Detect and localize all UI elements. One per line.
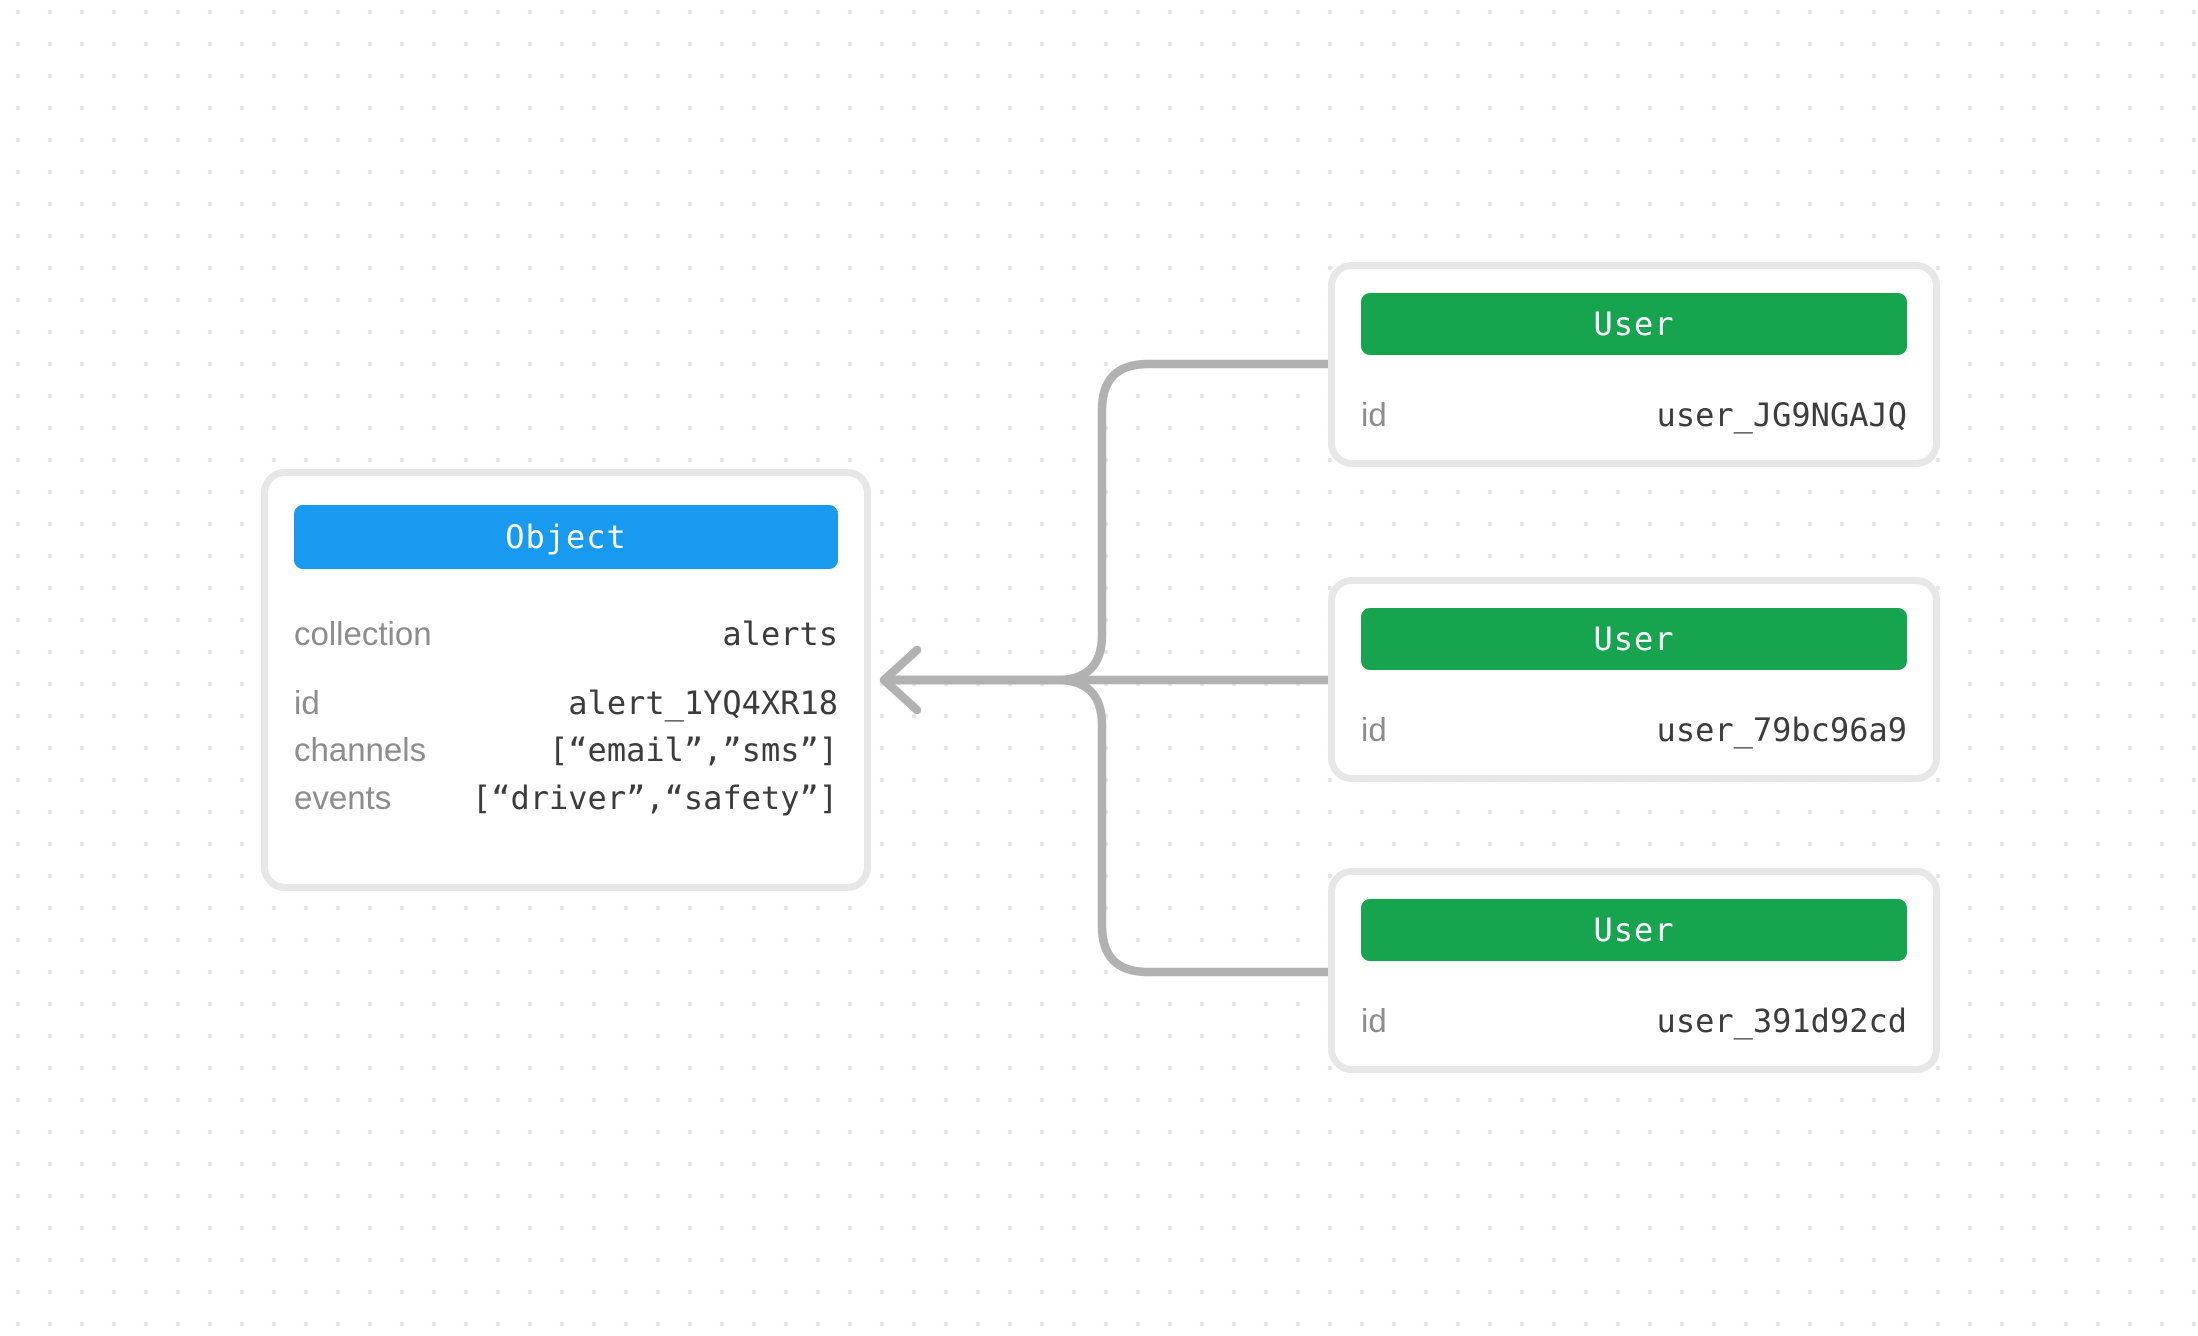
- field-value: [“driver”,“safety”]: [471, 779, 838, 817]
- field-label: id: [1361, 396, 1387, 433]
- connector-line-user1: [881, 359, 1333, 685]
- field-label: events: [294, 779, 392, 816]
- field-row-channels: channels [“email”,”sms”]: [294, 731, 838, 769]
- user-card-title: User: [1593, 305, 1675, 343]
- field-label: id: [294, 684, 320, 721]
- field-value: user_JG9NGAJQ: [1656, 396, 1907, 434]
- field-row-id: id user_391d92cd: [1361, 1002, 1907, 1040]
- user-card-2: User id user_79bc96a9: [1328, 577, 1940, 782]
- field-label: channels: [294, 731, 427, 768]
- field-value: user_391d92cd: [1656, 1002, 1907, 1040]
- user-card-title: User: [1593, 620, 1675, 658]
- field-row-id: id user_JG9NGAJQ: [1361, 396, 1907, 434]
- field-value: alert_1YQ4XR18: [568, 684, 838, 722]
- field-label: collection: [294, 615, 432, 652]
- object-card-header: Object: [294, 505, 838, 569]
- field-value: user_79bc96a9: [1656, 711, 1907, 749]
- user-card-3: User id user_391d92cd: [1328, 868, 1940, 1073]
- object-card: Object collection alerts id alert_1YQ4XR…: [261, 469, 871, 891]
- user-card-header: User: [1361, 293, 1907, 355]
- user-card-header: User: [1361, 899, 1907, 961]
- left-arrow-icon: [879, 645, 922, 715]
- object-card-title: Object: [505, 518, 627, 556]
- field-row-id: id alert_1YQ4XR18: [294, 684, 838, 722]
- field-value: alerts: [722, 615, 838, 653]
- field-label: id: [1361, 1002, 1387, 1039]
- connector-line-user3: [881, 675, 1333, 977]
- field-value: [“email”,”sms”]: [549, 731, 838, 769]
- field-label: id: [1361, 711, 1387, 748]
- field-row-id: id user_79bc96a9: [1361, 711, 1907, 749]
- user-card-title: User: [1593, 911, 1675, 949]
- user-card-header: User: [1361, 608, 1907, 670]
- field-row-events: events [“driver”,“safety”]: [294, 779, 838, 817]
- field-row-collection: collection alerts: [294, 615, 838, 653]
- user-card-1: User id user_JG9NGAJQ: [1328, 262, 1940, 467]
